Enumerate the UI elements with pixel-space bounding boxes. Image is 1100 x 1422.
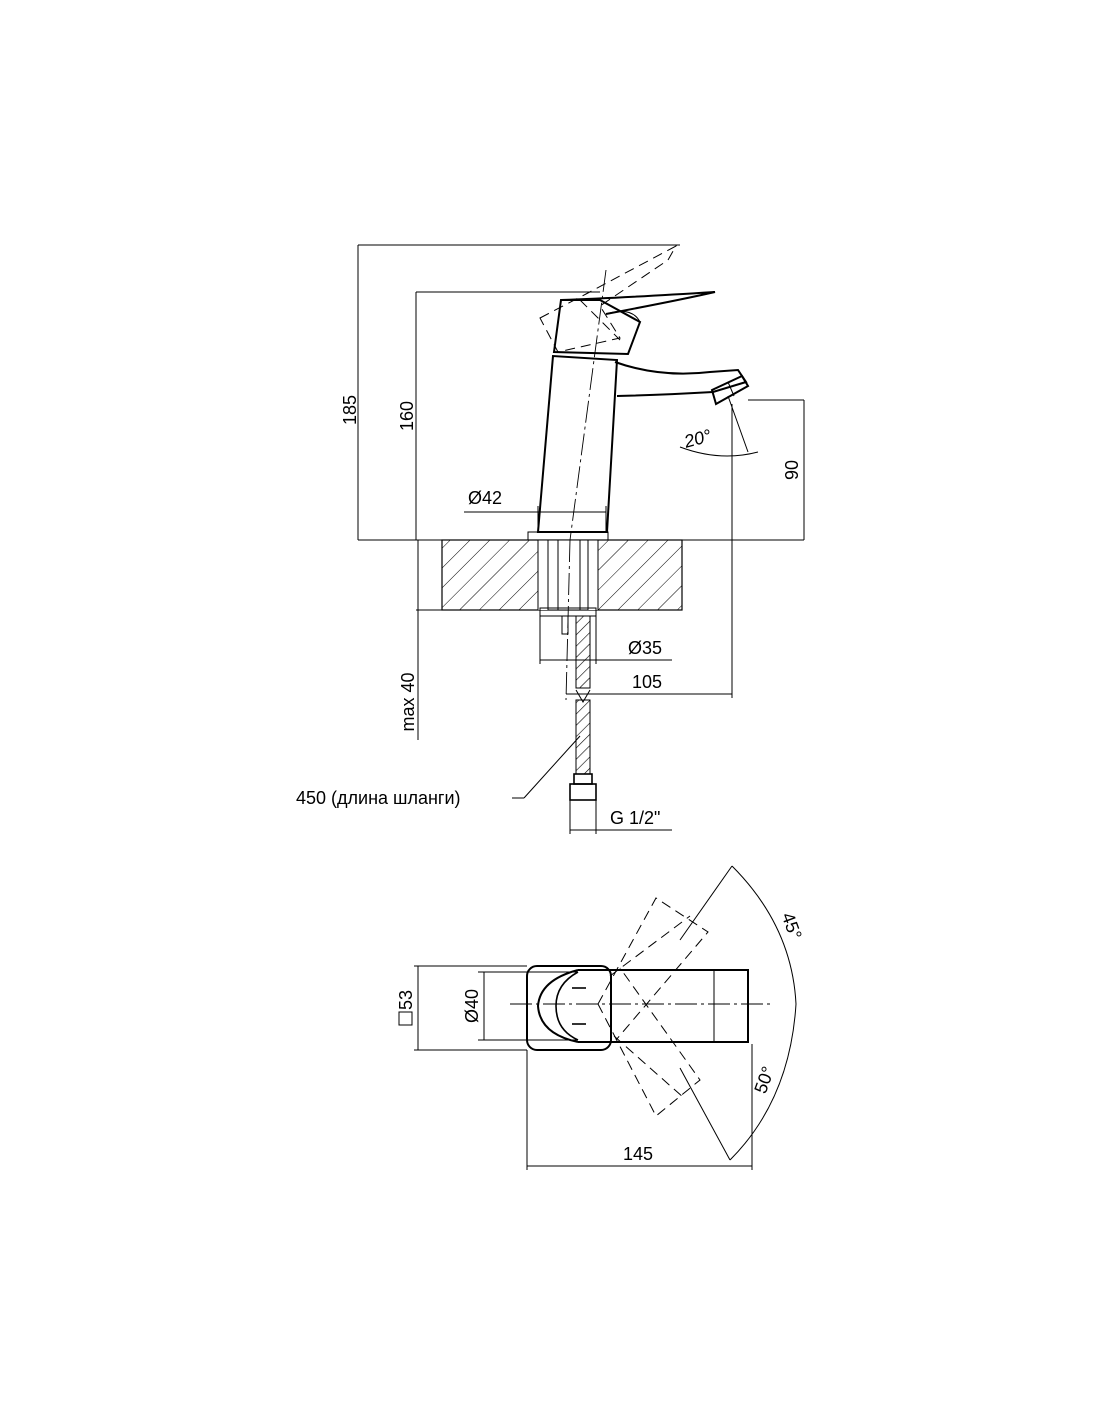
dim-max-counter-thickness: max 40 bbox=[398, 540, 442, 740]
square-base bbox=[526, 965, 612, 1051]
thread-label: G 1/2" bbox=[610, 808, 660, 828]
spout-angle-label: 20° bbox=[681, 425, 713, 452]
square-symbol-icon bbox=[398, 1011, 413, 1026]
spout-height-label: 90 bbox=[782, 460, 802, 480]
total-length-label: 145 bbox=[623, 1144, 653, 1164]
dim-base-square: 53 bbox=[396, 965, 527, 1051]
base-square-label: 53 bbox=[396, 990, 416, 1010]
spout-angle-annotation: 20° bbox=[679, 395, 759, 457]
spout-reach-label: 105 bbox=[632, 672, 662, 692]
side-view: 20° 185 160 90 Ø42 bbox=[296, 244, 805, 834]
lever-raised-position bbox=[539, 244, 678, 353]
body-diameter-label: Ø40 bbox=[462, 989, 482, 1023]
rotation-right-label: 50° bbox=[750, 1064, 778, 1096]
handle-rotated-left bbox=[597, 897, 709, 1041]
dim-spout-height: 90 bbox=[748, 399, 805, 540]
base-diameter-label: Ø42 bbox=[468, 488, 502, 508]
dim-base-diameter: Ø42 bbox=[464, 488, 607, 532]
dim-total-length: 145 bbox=[526, 1044, 753, 1170]
faucet-body bbox=[536, 291, 750, 533]
rotation-arcs: 45° 50° bbox=[679, 865, 806, 1161]
dim-body-height: 160 bbox=[397, 291, 600, 540]
dim-spout-reach: 105 bbox=[566, 404, 733, 698]
hose-length-callout: 450 (длина шланги) bbox=[296, 735, 581, 808]
top-view: 45° 50° 53 Ø40 145 bbox=[396, 865, 806, 1170]
dim-body-diameter: Ø40 bbox=[462, 971, 578, 1041]
dim-mount-diameter: Ø35 bbox=[539, 616, 672, 664]
total-height-label: 185 bbox=[340, 395, 360, 425]
top-body bbox=[536, 969, 749, 1043]
rotation-left-label: 45° bbox=[778, 910, 806, 942]
mount-diameter-label: Ø35 bbox=[628, 638, 662, 658]
hose-length-label: 450 (длина шланги) bbox=[296, 788, 461, 808]
max-thickness-label: max 40 bbox=[398, 672, 418, 731]
dim-total-height: 185 bbox=[340, 244, 680, 540]
braided-hose bbox=[569, 615, 672, 834]
body-height-label: 160 bbox=[397, 401, 417, 431]
